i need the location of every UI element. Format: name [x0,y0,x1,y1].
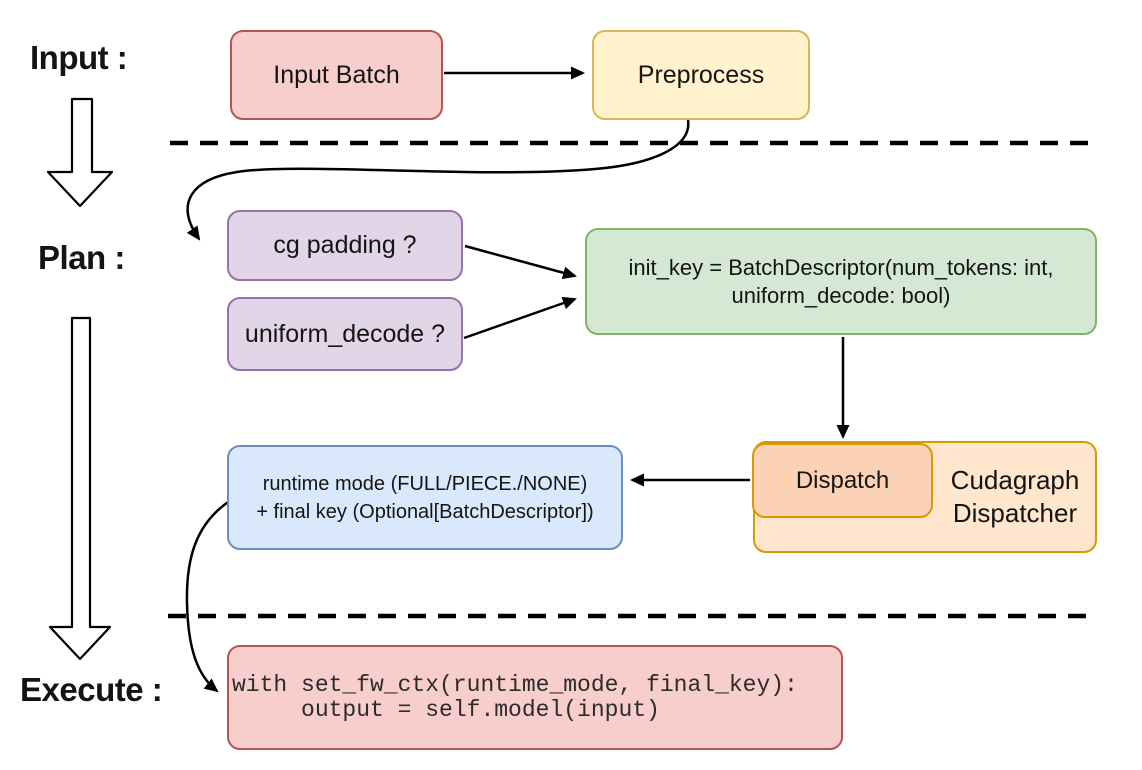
node-input-batch-label: Input Batch [273,60,400,89]
stage-arrow-input-to-plan-icon [46,97,114,208]
node-dispatch: Dispatch [752,443,933,518]
node-uniform-decode: uniform_decode ? [227,297,463,371]
arrow-runtime-mode-to-execute-code [185,498,232,693]
node-cudagraph-dispatcher-line1: Cudagraph [950,465,1080,495]
node-runtime-mode-line1: runtime mode (FULL/PIECE./NONE) [262,472,588,495]
node-execute-code: with set_fw_ctx(runtime_mode, final_key)… [227,645,843,750]
node-input-batch: Input Batch [230,30,443,120]
node-cudagraph-dispatcher-label: Cudagraph Dispatcher [933,441,1097,553]
node-cg-padding-label: cg padding ? [273,231,417,259]
arrow-cg-padding-to-init-key [464,244,577,280]
node-preprocess: Preprocess [592,30,810,120]
node-execute-code-line1: with set_fw_ctx(runtime_mode, final_key)… [232,671,798,698]
node-init-key-line1: init_key = BatchDescriptor(num_tokens: i… [628,254,1054,280]
stage-label-plan: Plan : [38,239,125,276]
arrow-preprocess-to-cg-padding [186,119,690,241]
node-runtime-mode: runtime mode (FULL/PIECE./NONE) + final … [227,445,623,550]
node-dispatch-label: Dispatch [795,466,890,494]
node-preprocess-label: Preprocess [637,60,765,89]
node-runtime-mode-line2: + final key (Optional[BatchDescriptor]) [256,500,594,523]
stage-label-execute: Execute : [20,671,163,708]
node-init-key-line2: uniform_decode: bool) [731,282,951,308]
node-cg-padding: cg padding ? [227,210,463,281]
node-uniform-decode-label: uniform_decode ? [244,319,446,348]
arrow-uniform-decode-to-init-key [463,296,577,340]
stage-label-input: Input : [30,39,128,76]
stage-arrow-plan-to-execute-icon [48,316,112,661]
node-cudagraph-dispatcher-line2: Dispatcher [952,498,1078,528]
node-execute-code-line2: output = self.model(input) [232,696,660,723]
node-init-key: init_key = BatchDescriptor(num_tokens: i… [585,228,1097,335]
